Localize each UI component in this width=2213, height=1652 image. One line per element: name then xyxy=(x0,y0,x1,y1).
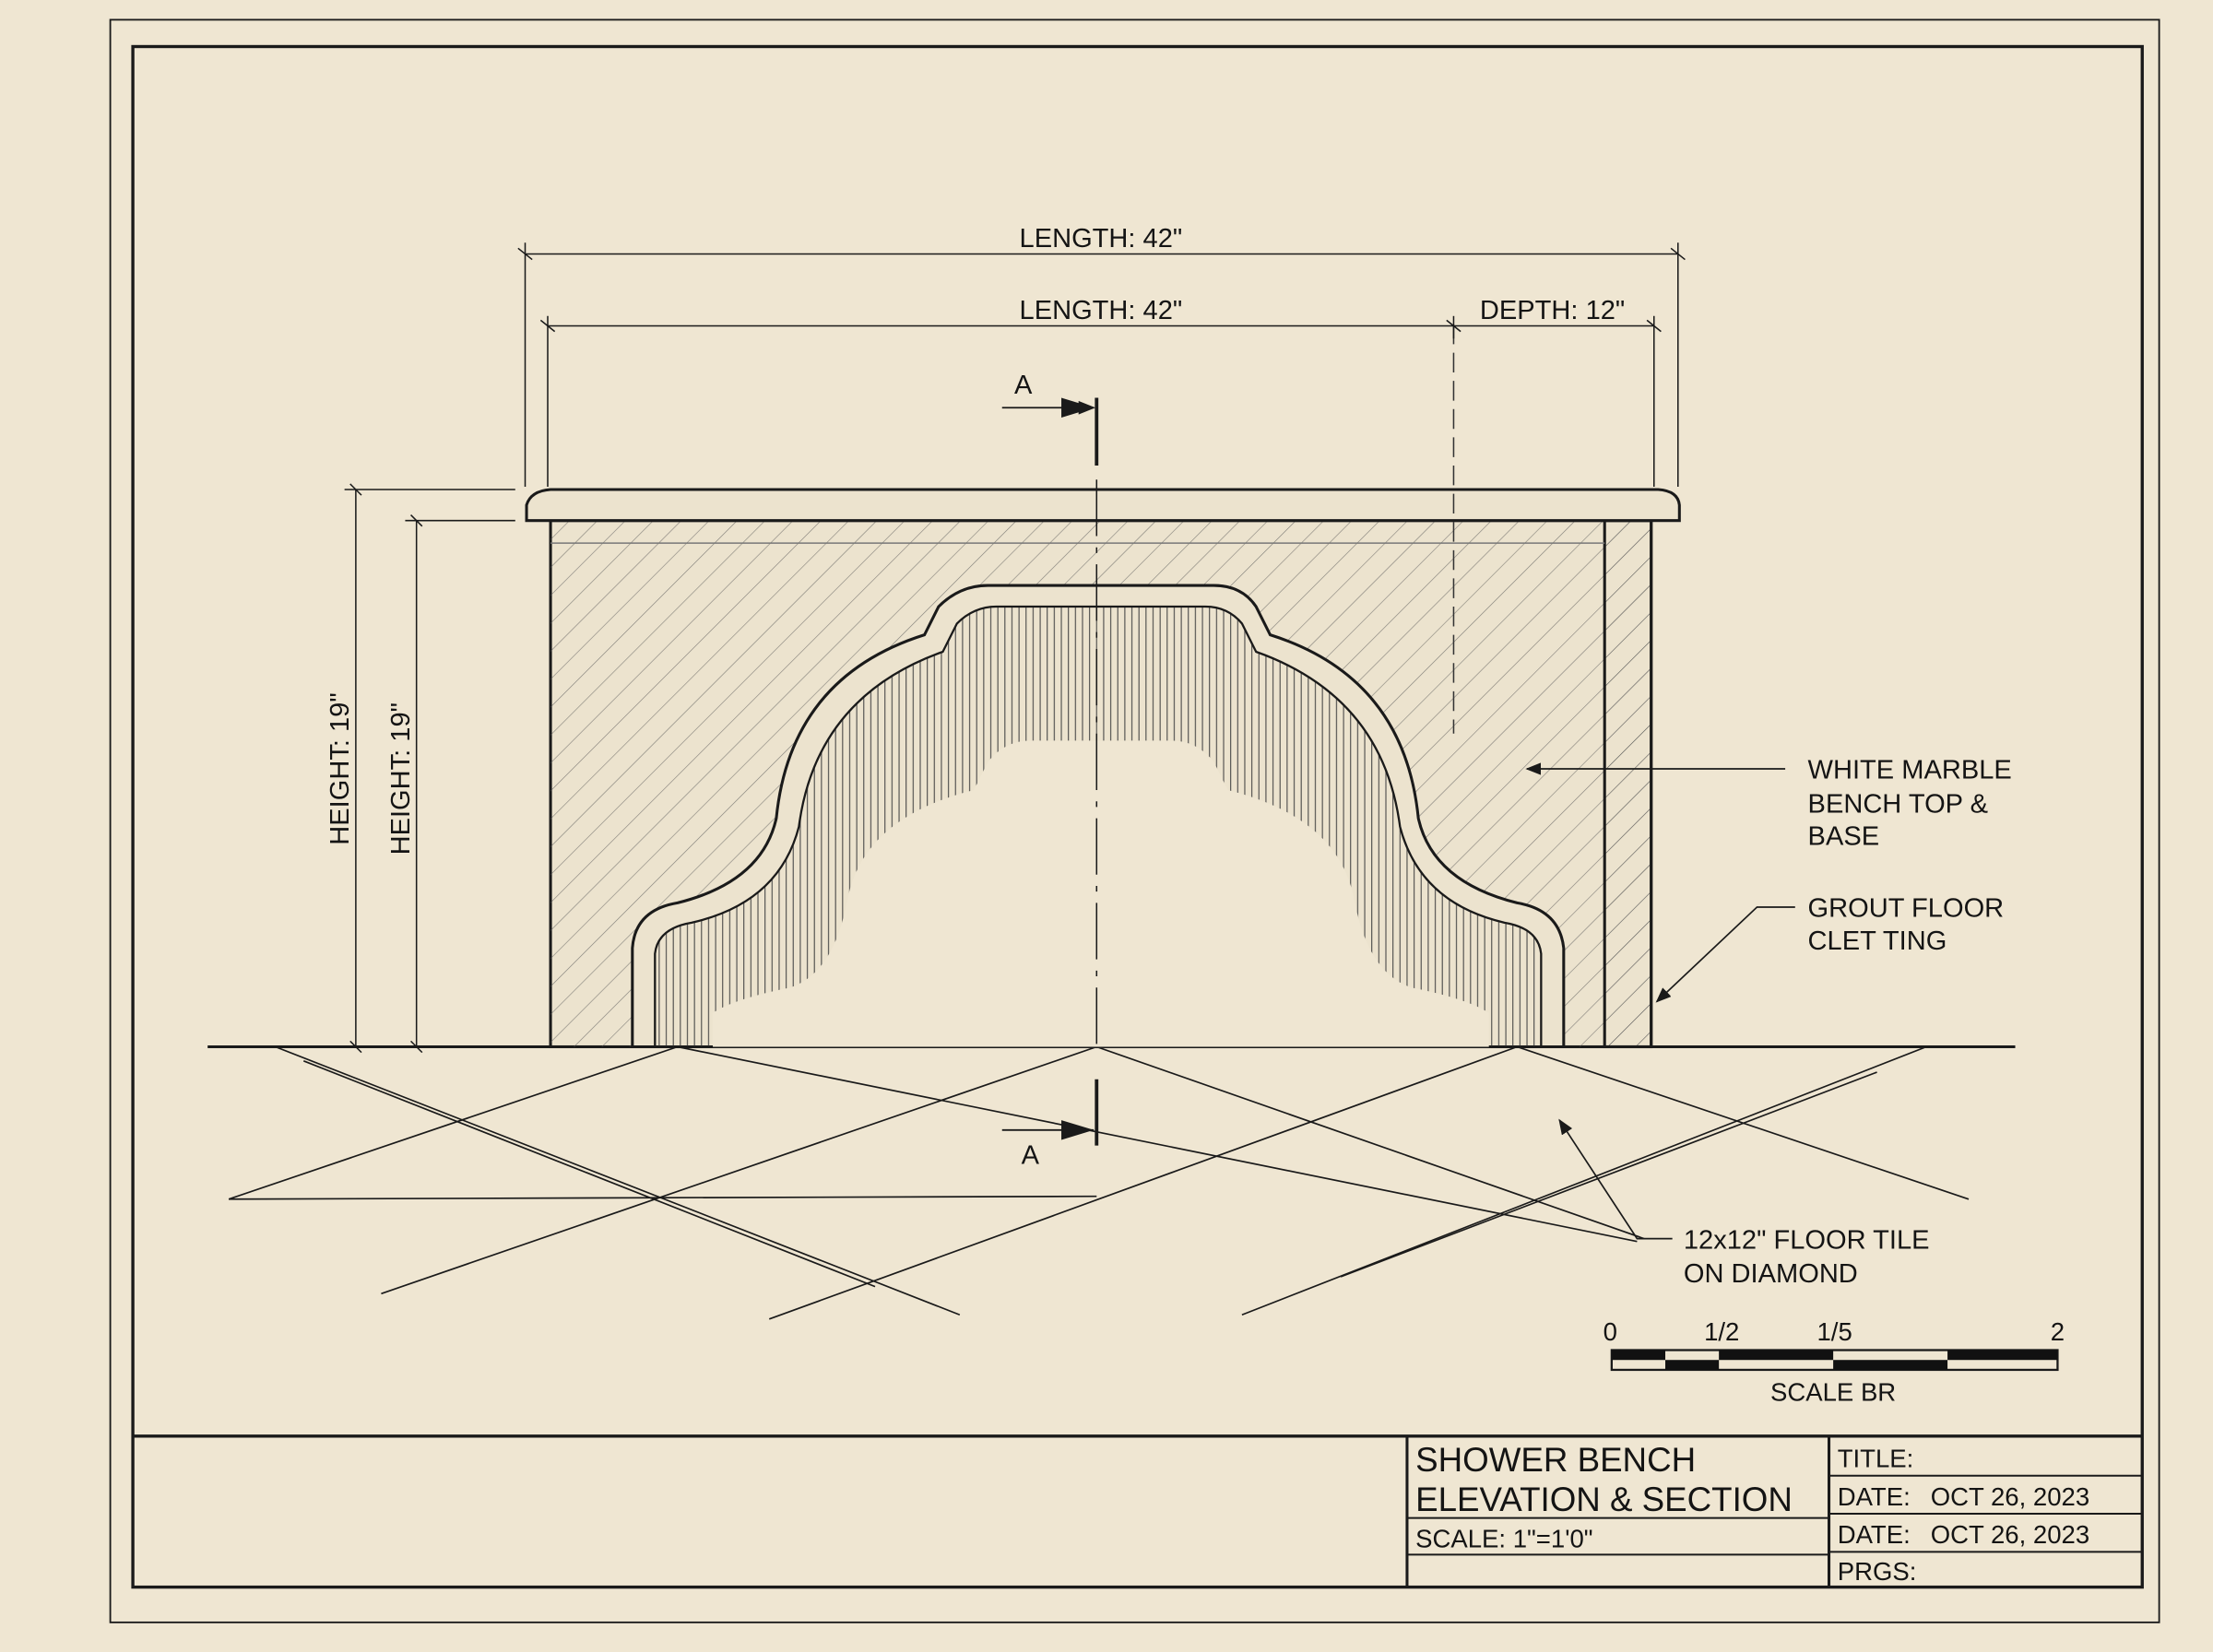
section-marker-bottom: A xyxy=(1001,1079,1099,1171)
scale-bar: 0 1/2 1/5 2 SCALE BR xyxy=(1604,1317,2065,1407)
callout-text: GROUT FLOOR xyxy=(1808,894,2005,924)
callout-text: ON DIAMOND xyxy=(1684,1259,1858,1289)
date-value: OCT 26, 2023 xyxy=(1931,1520,2089,1549)
base-height-label: HEIGHT: 19" xyxy=(386,702,416,855)
drawing-scale: SCALE: 1"=1'0" xyxy=(1415,1525,1592,1553)
date-value: OCT 26, 2023 xyxy=(1931,1482,2089,1511)
date-label: DATE: xyxy=(1838,1482,1911,1511)
scale-tick-label: 0 xyxy=(1604,1317,1617,1346)
title-field: TITLE: xyxy=(1838,1445,1914,1473)
bench-top xyxy=(525,488,1681,523)
inner-border xyxy=(131,44,2144,1589)
floor-tile-pattern xyxy=(228,1045,1970,1320)
bench-base xyxy=(549,519,1653,1049)
date-label: DATE: xyxy=(1838,1520,1911,1549)
callout-text: CLET TING xyxy=(1808,926,1947,956)
section-letter-top: A xyxy=(1014,371,1033,400)
callout-marble: WHITE MARBLE BENCH TOP & BASE xyxy=(1525,756,2012,852)
callout-grout: GROUT FLOOR CLET TING xyxy=(1655,894,2005,1003)
overall-length-label: LENGTH: 42" xyxy=(1020,224,1183,254)
drawing-title-line2: ELEVATION & SECTION xyxy=(1415,1481,1793,1518)
drawing-title-line1: SHOWER BENCH xyxy=(1415,1441,1696,1479)
bench-side-slab xyxy=(1603,519,1653,1049)
scale-bar-label: SCALE BR xyxy=(1770,1378,1896,1407)
base-length-label: LENGTH: 42" xyxy=(1020,296,1183,325)
callout-tile: 12x12" FLOOR TILE ON DIAMOND xyxy=(1558,1118,1930,1289)
dimension-lines xyxy=(344,242,1686,1054)
callout-text: BENCH TOP & xyxy=(1808,789,1988,819)
section-marker-top: A xyxy=(1001,371,1099,466)
callout-text: 12x12" FLOOR TILE xyxy=(1684,1225,1930,1255)
section-letter-bottom: A xyxy=(1022,1141,1040,1171)
scale-tick-label: 1/5 xyxy=(1817,1317,1852,1346)
prgs-field: PRGS: xyxy=(1838,1557,1917,1586)
scale-tick-label: 1/2 xyxy=(1704,1317,1739,1346)
callout-text: BASE xyxy=(1808,822,1880,852)
scale-tick-label: 2 xyxy=(2051,1317,2065,1346)
title-block: SHOWER BENCH ELEVATION & SECTION SCALE: … xyxy=(133,1434,2143,1587)
outer-border xyxy=(109,18,2160,1623)
overall-height-label: HEIGHT: 19" xyxy=(325,692,355,844)
callout-text: WHITE MARBLE xyxy=(1808,756,2012,785)
depth-label: DEPTH: 12" xyxy=(1480,296,1625,325)
